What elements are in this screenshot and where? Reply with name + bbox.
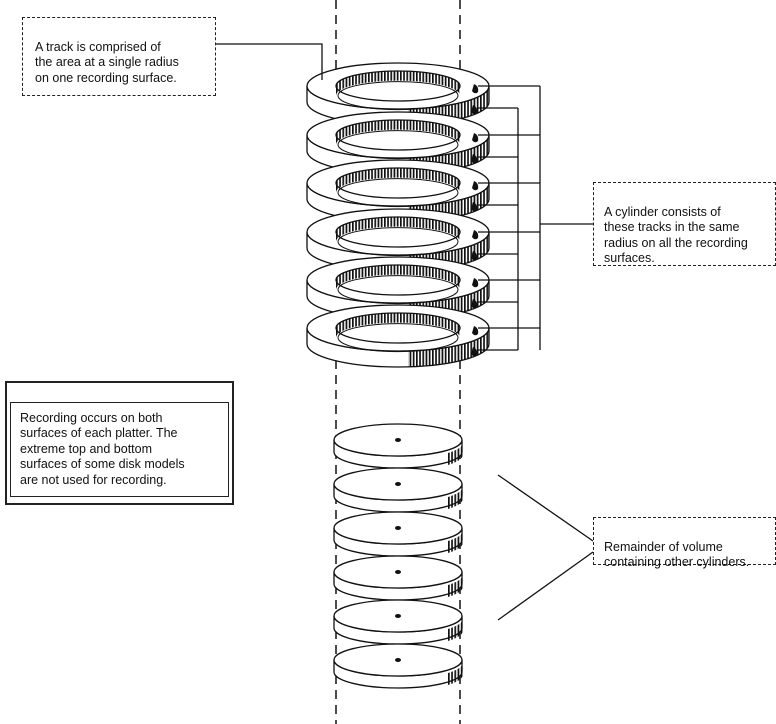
ring-top-face (306, 62, 490, 110)
remainder-volume-text: Remainder of volume containing other cyl… (604, 539, 750, 570)
ring-top-face (306, 111, 490, 159)
ring-inner-wall (335, 168, 460, 193)
track-definition-text: A track is comprised of the area at a si… (35, 39, 179, 85)
ring-inner-wall (335, 265, 460, 290)
platter (333, 643, 463, 689)
ring-inner-lower-edge (337, 227, 459, 257)
platter-edge-shading (448, 572, 463, 597)
platter-edge-shading (448, 440, 463, 465)
track-ring-stack (306, 62, 490, 368)
track-marker (472, 133, 479, 143)
track-definition-note: A track is comprised of the area at a si… (22, 17, 216, 96)
track-ring (306, 304, 490, 368)
recording-surfaces-text: Recording occurs on both surfaces of eac… (10, 401, 229, 497)
ring-top-face (306, 304, 490, 352)
platter-edge-shading (448, 616, 463, 641)
track-marker (471, 251, 478, 261)
track-marker (471, 347, 478, 357)
platter-edge-shading (448, 484, 463, 509)
platter (333, 555, 463, 601)
platter (333, 467, 463, 513)
ring-top-face (306, 159, 490, 207)
ring-inner-edge (335, 167, 461, 199)
spindle-hole (395, 614, 401, 618)
platter (333, 599, 463, 645)
track-marker (472, 230, 479, 240)
ring-inner-wall (335, 71, 460, 96)
ring-inner-lower-edge (337, 130, 459, 160)
ring-inner-edge (335, 70, 461, 102)
ring-inner-wall (335, 217, 460, 242)
ring-inner-lower-edge (337, 81, 459, 111)
track-marker (471, 105, 478, 115)
ring-inner-edge (335, 216, 461, 248)
spindle-hole (395, 438, 401, 442)
ring-inner-wall (335, 120, 460, 145)
spindle-hole (395, 570, 401, 574)
remainder-volume-note: Remainder of volume containing other cyl… (593, 517, 776, 569)
platter-edge-shading (448, 528, 463, 553)
track-marker (472, 181, 479, 191)
platter-stack (333, 423, 463, 689)
platter-edge-shading (448, 660, 463, 685)
ring-top-face (306, 256, 490, 304)
track-marker (471, 154, 478, 164)
platter (333, 511, 463, 557)
cylinder-definition-note: A cylinder consists of these tracks in t… (593, 182, 776, 266)
spindle-hole (395, 658, 401, 662)
ring-inner-lower-edge (337, 323, 459, 353)
ring-inner-edge (335, 312, 461, 344)
track-marker (471, 202, 478, 212)
track-marker (472, 278, 479, 288)
track-marker (472, 326, 479, 336)
track-marker (472, 84, 479, 94)
track-marker (471, 299, 478, 309)
ring-top-face (306, 208, 490, 256)
remainder-leader-lines (497, 474, 594, 621)
ring-inner-edge (335, 264, 461, 296)
ring-inner-edge (335, 119, 461, 151)
cylinder-bracket (478, 85, 593, 351)
track-leader-line (216, 43, 323, 80)
cylinder-definition-text: A cylinder consists of these tracks in t… (604, 204, 748, 266)
platter (333, 423, 463, 469)
recording-surfaces-note: Recording occurs on both surfaces of eac… (5, 381, 234, 505)
ring-inner-lower-edge (337, 178, 459, 208)
spindle-hole (395, 482, 401, 486)
ring-inner-lower-edge (337, 275, 459, 305)
ring-inner-wall (335, 313, 460, 338)
spindle-hole (395, 526, 401, 530)
